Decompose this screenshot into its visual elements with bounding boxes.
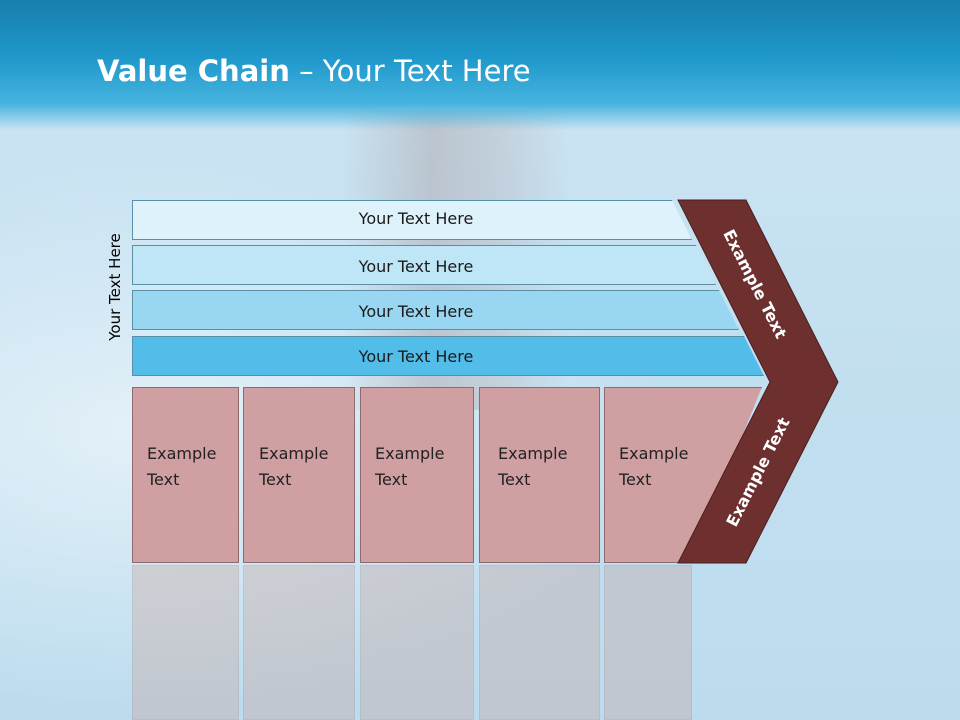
header-bar: Value Chain – Your Text Here — [0, 0, 960, 130]
page-title: Value Chain – Your Text Here — [97, 54, 531, 88]
activity-box-1-label: Example Text — [147, 444, 217, 489]
title-bold: Value Chain — [97, 54, 290, 88]
activity-box-3: Example Text — [360, 387, 474, 563]
activity-box-2: Example Text — [243, 387, 355, 563]
activity-box-4-label: Example Text — [498, 444, 568, 489]
band-3 — [132, 290, 739, 330]
activity-box-2-label: Example Text — [259, 444, 329, 489]
band-2-label: Your Text Here — [358, 257, 474, 276]
activity-box-4: Example Text — [479, 387, 600, 563]
band-3-label: Your Text Here — [358, 302, 474, 321]
title-rest: – Your Text Here — [289, 54, 531, 88]
activity-box-3-label: Example Text — [375, 444, 445, 489]
band-4 — [132, 336, 764, 376]
band-1-label: Your Text Here — [358, 209, 474, 228]
chevron-shape — [677, 199, 839, 564]
band-2 — [132, 245, 716, 285]
band-1 — [132, 200, 692, 240]
activity-box-5-label: Example Text — [619, 444, 689, 489]
activity-box-1: Example Text — [132, 387, 239, 563]
band-4-label: Your Text Here — [358, 347, 474, 366]
